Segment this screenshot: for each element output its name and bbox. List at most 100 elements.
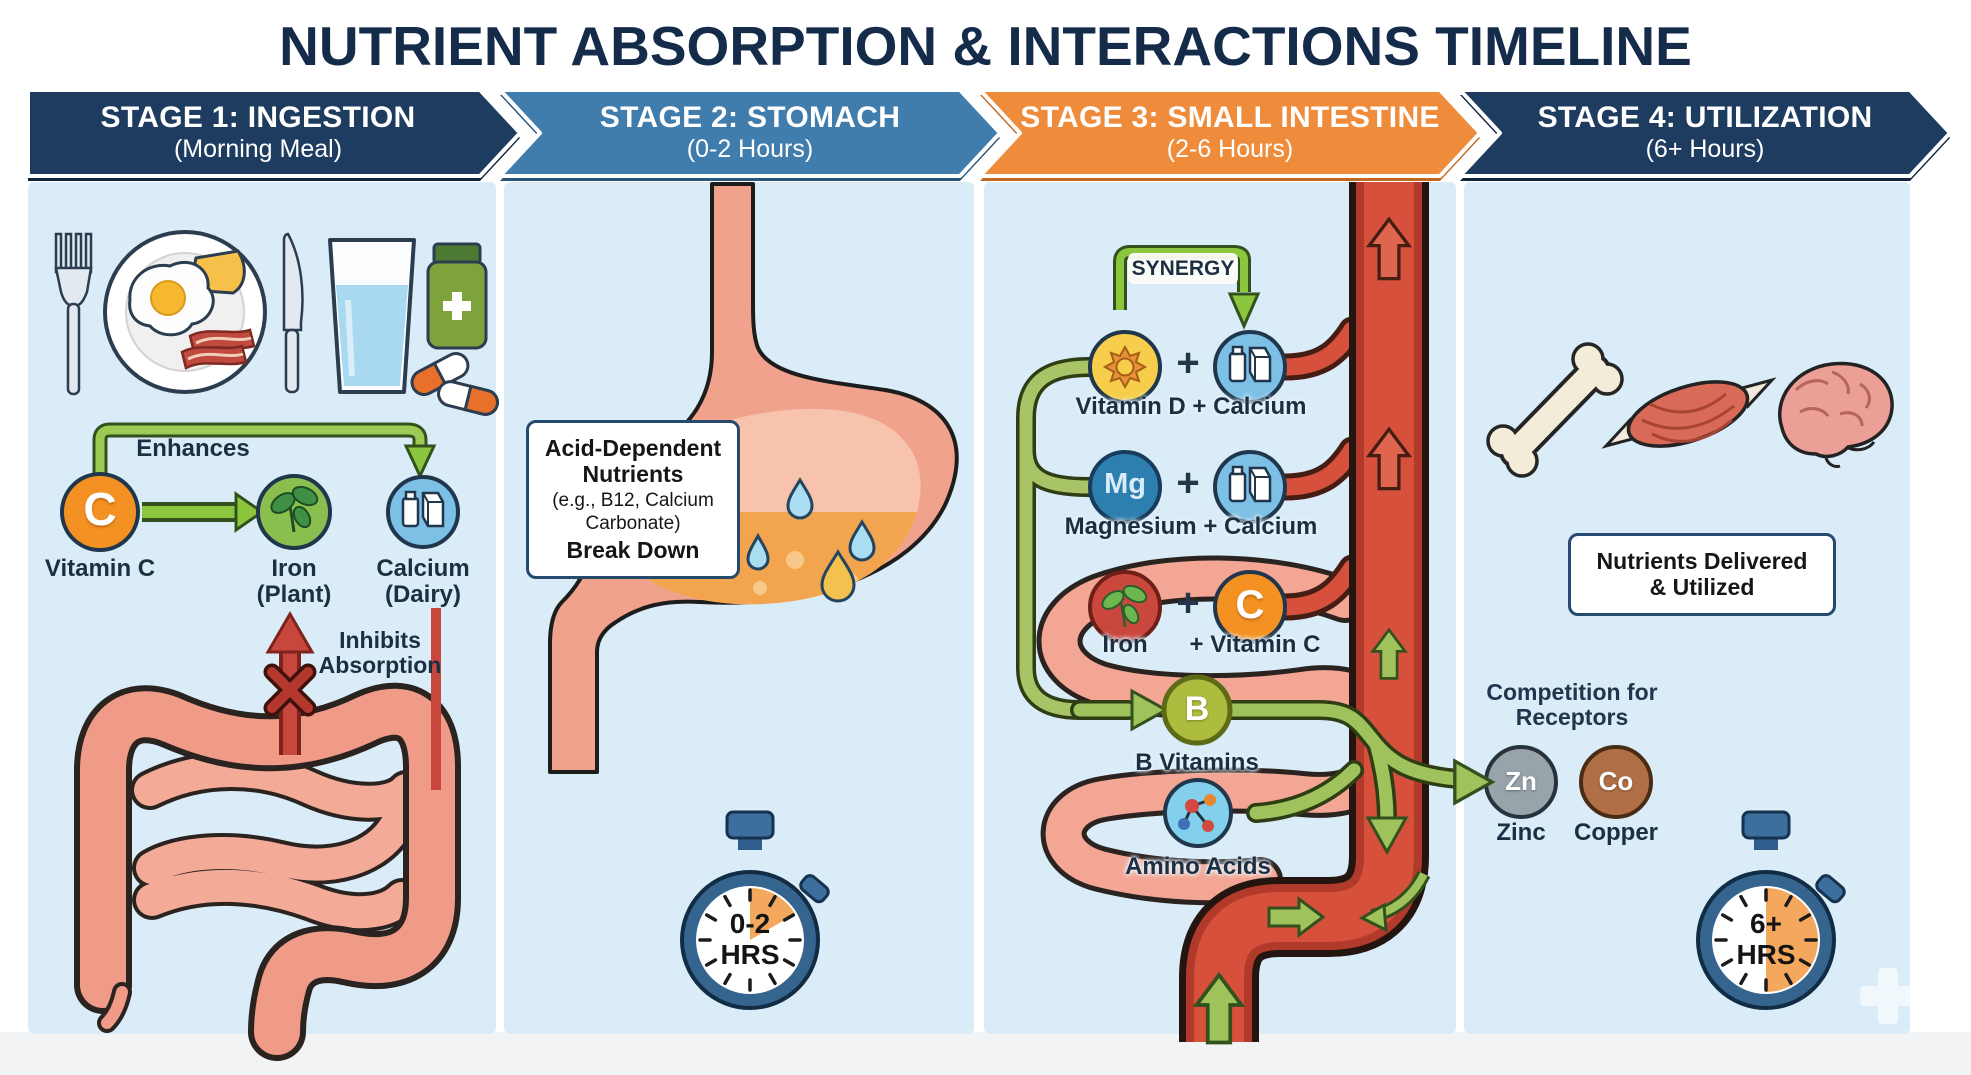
stage-3-subtitle: (2-6 Hours) [1166, 135, 1294, 163]
stopwatch-0-2-icon [680, 810, 833, 1010]
calcium-dairy-circle [386, 475, 460, 549]
calcium-dairy-circle [1213, 450, 1287, 524]
b-pathway-arrows [1070, 689, 1494, 854]
vitamin-d-circle [1088, 330, 1162, 404]
breakfast-plate-icon [103, 230, 267, 394]
synergy-label: SYNERGY [1128, 253, 1238, 285]
bottom-strip [0, 1032, 1971, 1075]
vitamin-c-symbol: C [83, 483, 117, 535]
stage-2-title: STAGE 2: STOMACH [599, 101, 901, 134]
vitamin-c-label: Vitamin C [44, 555, 156, 582]
water-glass-icon [328, 238, 416, 394]
copper-symbol: Co [1598, 766, 1634, 796]
stage-1-panel [28, 182, 499, 1061]
stage-2-panel [504, 182, 974, 1034]
plus-sign: + [1176, 341, 1200, 385]
capsule-icons [410, 352, 499, 416]
iron-plant-circle [256, 474, 332, 550]
copper-label: Copper [1574, 819, 1658, 846]
inhibit-arrow [263, 611, 317, 755]
note-line-1: Nutrients Delivered [1596, 548, 1808, 574]
note-line-2: & Utilized [1649, 574, 1755, 601]
watermark-plus [1860, 968, 1916, 1024]
amino-acids-circle [1163, 778, 1233, 848]
stage-1-illustration [54, 230, 499, 1061]
stage-2-illustration [548, 182, 959, 1010]
iron-label: Iron (Plant) [232, 555, 356, 609]
b-vitamins-label: B Vitamins [1135, 749, 1259, 776]
stage-4-subtitle: (6+ Hours) [1645, 135, 1765, 163]
enhances-label: Enhances [136, 435, 250, 462]
calcium-inhibit-line [431, 608, 441, 790]
stage-4-illustration [1484, 342, 1916, 1024]
acid-dependent-note: Acid-Dependent Nutrients (e.g., B12, Cal… [526, 420, 740, 579]
banner-label-stage-1: STAGE 1: INGESTION (Morning Meal) [48, 101, 468, 164]
calcium-label-sub: (Dairy) [384, 581, 462, 609]
vitamin-c-circle [60, 472, 140, 552]
timer-unit: HRS [1736, 939, 1796, 970]
banner-stage-4 [1458, 88, 1952, 178]
stopwatch-6plus-icon [1696, 810, 1849, 1010]
note-line-2: (e.g., B12, Calcium Carbonate) [552, 489, 714, 534]
bone-icon [1486, 342, 1624, 478]
inhibits-absorption-label: Inhibits Absorption [318, 627, 442, 679]
iron-circle [1088, 570, 1162, 644]
stopwatch-wedge [750, 888, 795, 940]
vessel-connectors [1271, 316, 1366, 621]
note-line-3: Break Down [566, 537, 700, 564]
acid-droplet-icons [746, 477, 876, 603]
competition-label: Competition for Receptors [1486, 679, 1658, 731]
calcium-label-main: Calcium [376, 555, 470, 582]
stage-3-panel [984, 182, 1494, 1045]
stage-1-title: STAGE 1: INGESTION [100, 101, 416, 134]
banner-label-stage-4: STAGE 4: UTILIZATION (6+ Hours) [1500, 101, 1910, 164]
banner-stage-3 [978, 88, 1482, 178]
vessel-curve-arrow [1358, 870, 1431, 933]
pair-1-label: Vitamin D + Calcium [1075, 393, 1307, 420]
timer-unit: HRS [720, 939, 780, 970]
plus-sign: + [1176, 461, 1200, 505]
stage-banner-row [26, 88, 1952, 181]
calcium-dairy-circle [1213, 330, 1287, 404]
vitamin-c-circle [1213, 570, 1287, 644]
zinc-symbol: Zn [1505, 766, 1537, 796]
stage-4-title: STAGE 4: UTILIZATION [1537, 101, 1873, 134]
timer-0-2: 0-2 HRS [702, 908, 798, 970]
magnesium-circle [1088, 450, 1162, 524]
bacon-icon [180, 328, 256, 370]
pair-3-right-label: + Vitamin C [1189, 631, 1321, 658]
pair-2-label: Magnesium + Calcium [1064, 513, 1318, 540]
pair-3-left-label: Iron [1102, 631, 1148, 658]
b-vitamins-symbol: B [1184, 690, 1210, 728]
timer-value: 0-2 [729, 908, 771, 939]
supplement-bottle-icon [426, 242, 488, 350]
banner-stage-2 [498, 88, 1002, 178]
page-title: NUTRIENT ABSORPTION & INTERACTIONS TIMEL… [279, 15, 1692, 77]
intestines-icon [74, 682, 461, 1061]
enhances-bracket-arrow [92, 422, 437, 480]
synergy-bracket-arrow [1113, 245, 1261, 330]
vitc-iron-arrow [142, 491, 265, 533]
stopwatch-wedge [1766, 888, 1818, 992]
timer-value: 6+ [1750, 908, 1782, 939]
banner-label-stage-2: STAGE 2: STOMACH (0-2 Hours) [540, 101, 960, 164]
nutrients-delivered-note: Nutrients Delivered & Utilized [1568, 533, 1836, 616]
timer-6plus: 6+ HRS [1718, 908, 1814, 970]
stage-1-subtitle: (Morning Meal) [173, 135, 343, 163]
stage-3-title: STAGE 3: SMALL INTESTINE [1020, 101, 1440, 134]
magnesium-symbol: Mg [1104, 468, 1146, 500]
vitamin-c-symbol: C [1235, 583, 1265, 627]
note-line-1: Acid-Dependent Nutrients [544, 435, 722, 488]
iron-label-sub: (Plant) [256, 581, 332, 609]
knife-icon [282, 232, 304, 394]
calcium-label: Calcium (Dairy) [361, 555, 485, 609]
muscle-icon [1601, 377, 1777, 449]
banner-label-stage-3: STAGE 3: SMALL INTESTINE (2-6 Hours) [1020, 101, 1440, 164]
brain-icon [1778, 361, 1894, 468]
stage-2-subtitle: (0-2 Hours) [686, 135, 814, 163]
amino-acids-label: Amino Acids [1125, 853, 1271, 880]
banner-stage-1 [26, 88, 522, 178]
stage-3-illustration [1016, 182, 1494, 1045]
plus-sign: + [1176, 581, 1200, 625]
blocked-x-icon [263, 663, 317, 717]
